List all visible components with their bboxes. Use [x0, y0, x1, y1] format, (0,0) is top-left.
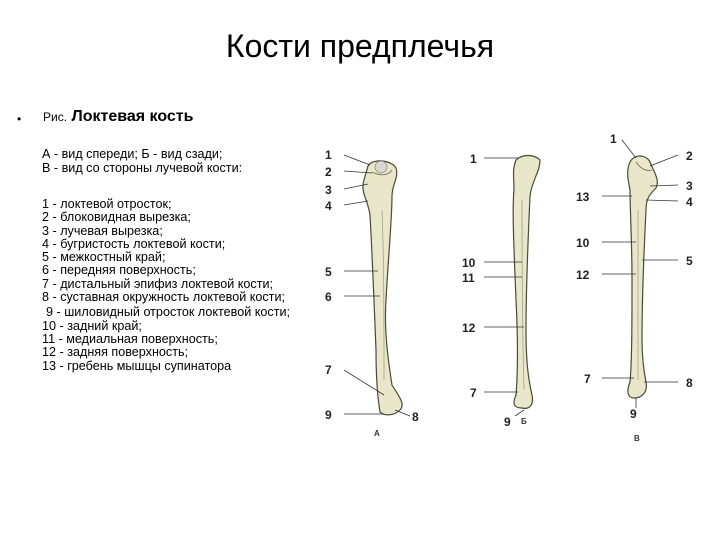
- bone-view-b: [512, 154, 541, 409]
- label-b-9: 9: [504, 415, 511, 429]
- label-a-7: 7: [325, 363, 332, 377]
- label-a-8: 8: [412, 410, 419, 424]
- legend-item: 10 - задний край;: [42, 318, 142, 333]
- view-letter-b: Б: [521, 417, 527, 426]
- label-c-10: 10: [576, 236, 590, 250]
- bone-view-a: [362, 160, 403, 416]
- caption-prefix: Рис.: [43, 110, 68, 124]
- legend-item: 13 - гребень мышцы супинатора: [42, 358, 232, 373]
- legend-item: 7 - дистальный эпифиз локтевой кости;: [42, 276, 274, 291]
- legend-item: 12 - задняя поверхность;: [42, 345, 189, 360]
- legend-item: 1 - локтевой отросток;: [42, 197, 172, 211]
- legend-item: 8 - суставная окружность локтевой кости;: [42, 290, 285, 305]
- label-c-3: 3: [686, 179, 693, 193]
- legend-item: 5 - межкостный край;: [42, 250, 166, 265]
- label-a-5: 5: [325, 265, 332, 279]
- label-a-2: 2: [325, 165, 332, 179]
- view-letter-c: В: [634, 434, 640, 443]
- leaders-view-a: [343, 154, 411, 417]
- label-b-10: 10: [462, 256, 476, 270]
- label-c-2: 2: [686, 149, 693, 163]
- leaders-view-c: [602, 139, 679, 408]
- label-b-12: 12: [462, 321, 476, 335]
- label-c-9: 9: [630, 407, 637, 421]
- view-letter-a: А: [374, 429, 380, 438]
- ulna-b: [512, 154, 541, 409]
- views-line-2: В - вид со стороны лучевой кости:: [42, 161, 243, 175]
- label-c-7: 7: [584, 372, 591, 386]
- label-b-7: 7: [470, 386, 477, 400]
- bullet: •: [17, 112, 22, 126]
- ulna-c: [627, 155, 658, 399]
- legend-item: 2 - блоковидная вырезка;: [42, 210, 191, 225]
- bone-view-c: [627, 155, 658, 399]
- legend-item: 6 - передняя поверхность;: [42, 263, 196, 278]
- label-b-1: 1: [470, 152, 477, 166]
- legend-list: 1 - локтевой отросток; 2 - блоковидная в…: [42, 197, 317, 373]
- page-title: Кости предплечья: [225, 28, 495, 64]
- figure-caption: Рис. Локтевая кость: [43, 108, 193, 126]
- ulna-a: [362, 160, 403, 416]
- label-c-5: 5: [686, 254, 693, 268]
- label-c-4: 4: [686, 195, 693, 209]
- label-a-6: 6: [325, 290, 332, 304]
- label-a-3: 3: [325, 183, 332, 197]
- legend-item: 3 - лучевая вырезка;: [42, 223, 163, 238]
- label-b-11: 11: [462, 271, 475, 285]
- label-c-8: 8: [686, 376, 693, 390]
- caption-title: Локтевая кость: [71, 108, 194, 125]
- views-line-1: А - вид спереди; Б - вид сзади;: [42, 147, 223, 161]
- label-c-1: 1: [610, 132, 617, 146]
- label-c-12: 12: [576, 268, 590, 282]
- legend-item: 4 - бугристость локтевой кости;: [42, 236, 226, 251]
- leaders-view-b: [484, 157, 525, 417]
- views-description: А - вид спереди; Б - вид сзади; В - вид …: [42, 147, 312, 175]
- label-c-13: 13: [576, 190, 590, 204]
- label-a-4: 4: [325, 199, 332, 213]
- legend-item: 9 - шиловидный отросток локтевой кости;: [46, 305, 290, 320]
- label-a-1: 1: [325, 148, 332, 162]
- legend-item: 11 - медиальная поверхность;: [42, 331, 218, 346]
- label-a-9: 9: [325, 408, 332, 422]
